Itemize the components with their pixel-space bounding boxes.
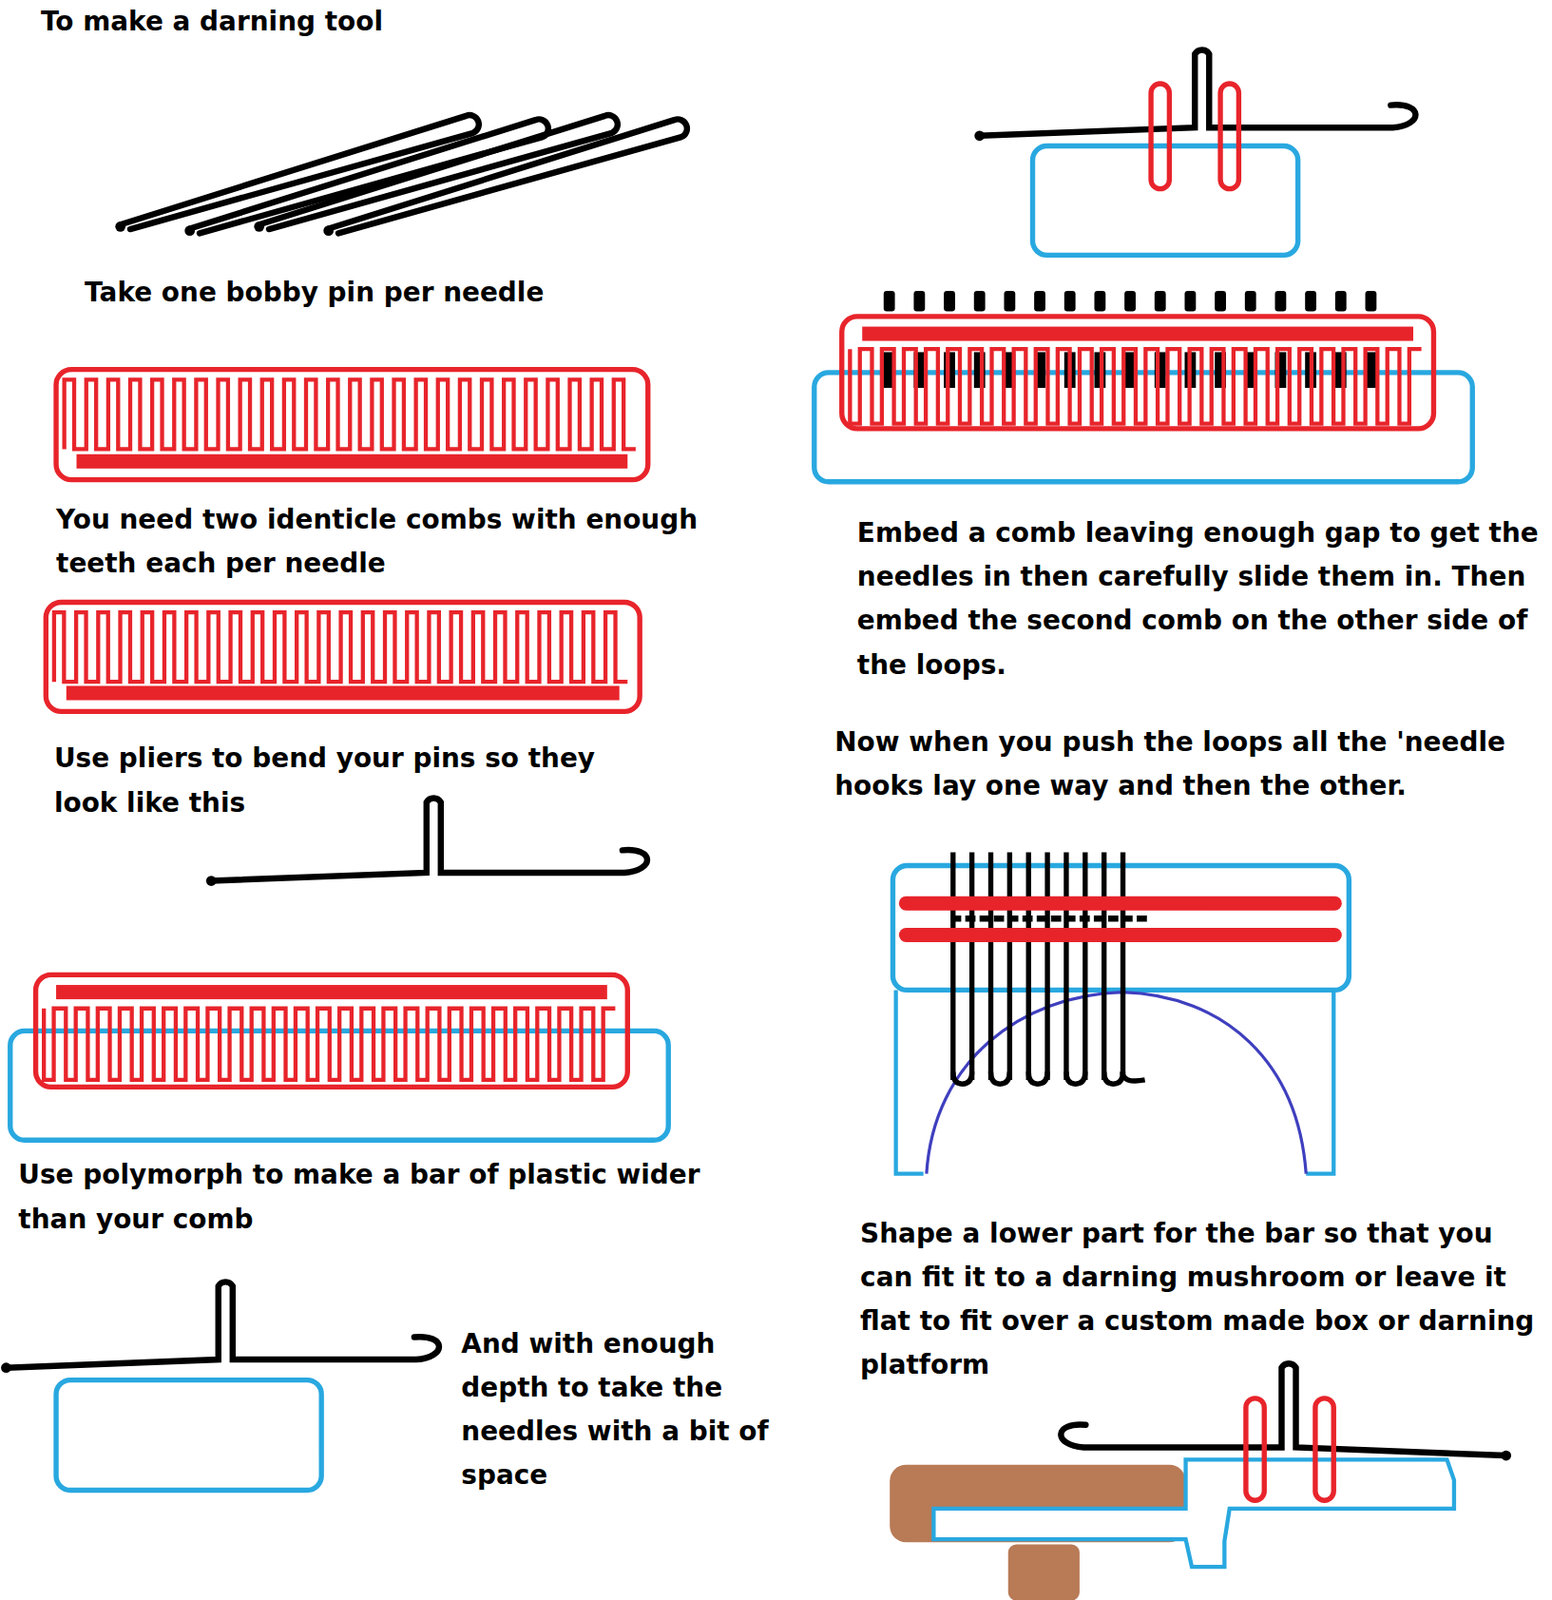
- needle-hook: [991, 1071, 1011, 1084]
- bent-pin: [210, 797, 648, 881]
- needle-top: [883, 290, 896, 311]
- plastic-bar: [56, 1379, 322, 1491]
- pin-tip: [0, 1361, 12, 1373]
- instruction: You need two identicle combs with enough…: [56, 498, 709, 586]
- needle-top: [1154, 290, 1167, 311]
- mushroom-fit: [889, 1458, 1455, 1600]
- needle-top: [1214, 290, 1227, 311]
- needle: [1026, 851, 1032, 1079]
- title-text: To make a darning tool: [40, 5, 384, 37]
- instruction: And with enough depth to take the needle…: [460, 1321, 778, 1497]
- comb: [56, 369, 649, 480]
- bar-side: [933, 1458, 1455, 1567]
- needle-top: [1034, 290, 1046, 311]
- comb: [45, 601, 640, 711]
- instruction-text: You need two identicle combs with enough…: [56, 503, 698, 578]
- needle: [969, 851, 975, 1079]
- needle-hook: [1066, 1071, 1086, 1084]
- comb-tooth-loop: [1245, 1398, 1265, 1500]
- comb: [842, 316, 1435, 429]
- pin-tip: [323, 225, 334, 236]
- needle: [1044, 851, 1050, 1079]
- comb-tooth-loop: [1315, 1398, 1334, 1500]
- needle-loops: [951, 915, 1149, 921]
- comb-spine: [862, 326, 1414, 342]
- pin-tip: [114, 221, 126, 232]
- needle: [1082, 851, 1088, 1079]
- needle-top: [1304, 290, 1317, 311]
- needle: [1101, 851, 1107, 1079]
- needle: [988, 851, 994, 1079]
- instruction: Take one bobby pin per needle: [84, 270, 656, 315]
- needle-top: [1275, 290, 1287, 311]
- pin-tip: [206, 875, 217, 886]
- top-view: [892, 851, 1349, 1173]
- needle-top: [1245, 290, 1257, 311]
- needle-top: [1093, 290, 1106, 311]
- plastic-bar: [1033, 146, 1299, 256]
- needle-top: [1124, 290, 1136, 311]
- instruction: Now when you push the loops all the 'nee…: [834, 720, 1550, 808]
- bent-pin: [979, 49, 1417, 135]
- pin-tip: [1500, 1450, 1512, 1461]
- bent-pin: [1060, 1362, 1506, 1456]
- title: To make a darning tool: [40, 0, 572, 44]
- bar-legs: [896, 989, 1335, 1173]
- comb-teeth: [54, 612, 628, 682]
- comb-teeth: [64, 379, 636, 449]
- pin-tip: [184, 225, 195, 236]
- instruction-text: Use polymorph to make a bar of plastic w…: [18, 1159, 700, 1234]
- instruction-text: Shape a lower part for the bar so that y…: [860, 1217, 1534, 1380]
- bobby-pin: [256, 113, 620, 234]
- comb-tooth-loop: [1150, 83, 1169, 190]
- mushroom-arc: [926, 992, 1306, 1174]
- instruction-text: And with enough depth to take the needle…: [460, 1327, 768, 1491]
- instruction: Embed a comb leaving enough gap to get t…: [857, 511, 1552, 688]
- bobby-pins: [114, 113, 690, 238]
- bobby-pin: [325, 116, 690, 238]
- needle-top: [1064, 290, 1076, 311]
- needle: [950, 851, 956, 1079]
- needle: [1063, 851, 1069, 1079]
- needle-top: [1003, 290, 1016, 311]
- instruction: Use polymorph to make a bar of plastic w…: [18, 1152, 733, 1241]
- comb-teeth: [849, 348, 1421, 423]
- comb-top-view: [905, 927, 1335, 942]
- bent-pin: [5, 1281, 439, 1367]
- needle-hook: [953, 1071, 973, 1084]
- instruction-text: Take one bobby pin per needle: [84, 276, 544, 307]
- comb-outline: [56, 369, 649, 480]
- needle-top: [974, 290, 986, 311]
- instruction-text: Now when you push the loops all the 'nee…: [834, 726, 1506, 801]
- comb-outline: [842, 316, 1435, 429]
- comb: [36, 974, 629, 1087]
- needle-top: [943, 290, 956, 311]
- mushroom-stem: [1008, 1543, 1080, 1600]
- pin-tip: [253, 221, 265, 232]
- needle-hook: [1028, 1071, 1048, 1084]
- pin-tip: [974, 130, 985, 141]
- needle-top: [1365, 290, 1378, 311]
- comb-outline: [45, 601, 640, 711]
- instruction: Shape a lower part for the bar so that y…: [860, 1210, 1552, 1387]
- comb-outline: [36, 974, 629, 1087]
- instruction: Use pliers to bend your pins so they loo…: [54, 736, 626, 824]
- needle-top: [913, 290, 925, 311]
- comb-top-view: [905, 896, 1335, 911]
- hook-tip: [1122, 1071, 1146, 1081]
- instruction-text: Embed a comb leaving enough gap to get t…: [857, 517, 1539, 680]
- comb-tooth-loop: [1220, 83, 1239, 190]
- needle-top: [1184, 290, 1196, 311]
- comb-spine: [76, 454, 629, 469]
- instruction-text: Use pliers to bend your pins so they loo…: [54, 743, 595, 818]
- comb-teeth: [43, 1008, 615, 1080]
- needle: [1007, 851, 1013, 1079]
- needle-top: [1335, 290, 1347, 311]
- needle: [1120, 851, 1126, 1079]
- comb-spine: [56, 984, 608, 999]
- comb-spine: [66, 685, 620, 700]
